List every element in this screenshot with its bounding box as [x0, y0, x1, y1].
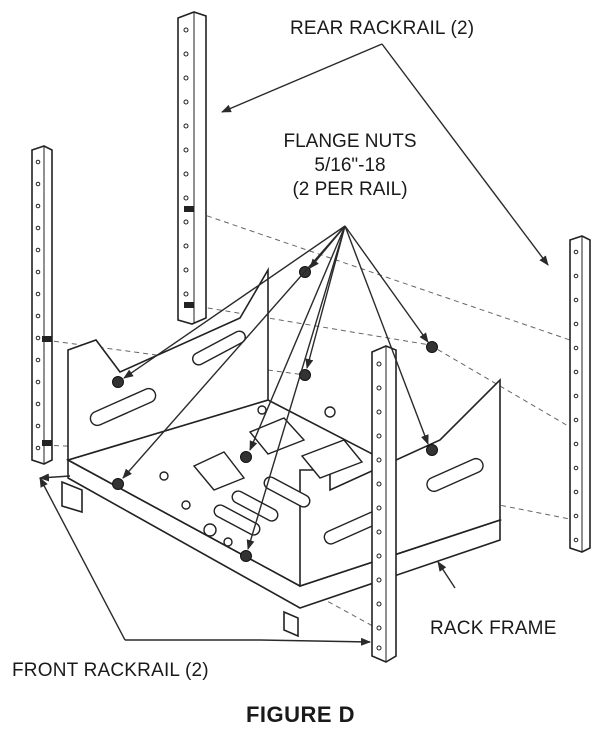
flange-nuts-line-2: 5/16"-18	[314, 155, 386, 176]
flange-nuts-line-1: FLANGE NUTS	[283, 131, 417, 152]
rail-holes	[35, 27, 579, 651]
rear-rackrail-right	[569, 235, 591, 553]
front-rackrail-label: FRONT RACKRAIL (2)	[12, 660, 209, 681]
flange-nuts	[112, 266, 438, 562]
flange-nuts-line-3: (2 PER RAIL)	[292, 179, 408, 200]
figure-title: FIGURE D	[245, 702, 356, 727]
rear-rackrail-label: REAR RACKRAIL (2)	[290, 18, 475, 39]
leader-arrows	[39, 43, 549, 646]
flange-nuts-label: FLANGE NUTS 5/16"-18 (2 PER RAIL)	[250, 130, 450, 202]
front-rackrail-right	[371, 345, 397, 663]
rear-rackrail-left	[177, 11, 207, 325]
rack-frame-label: RACK FRAME	[430, 618, 557, 639]
front-rackrail-left	[31, 145, 53, 465]
frame-cutouts	[89, 330, 484, 547]
rail-bolts	[42, 206, 194, 446]
